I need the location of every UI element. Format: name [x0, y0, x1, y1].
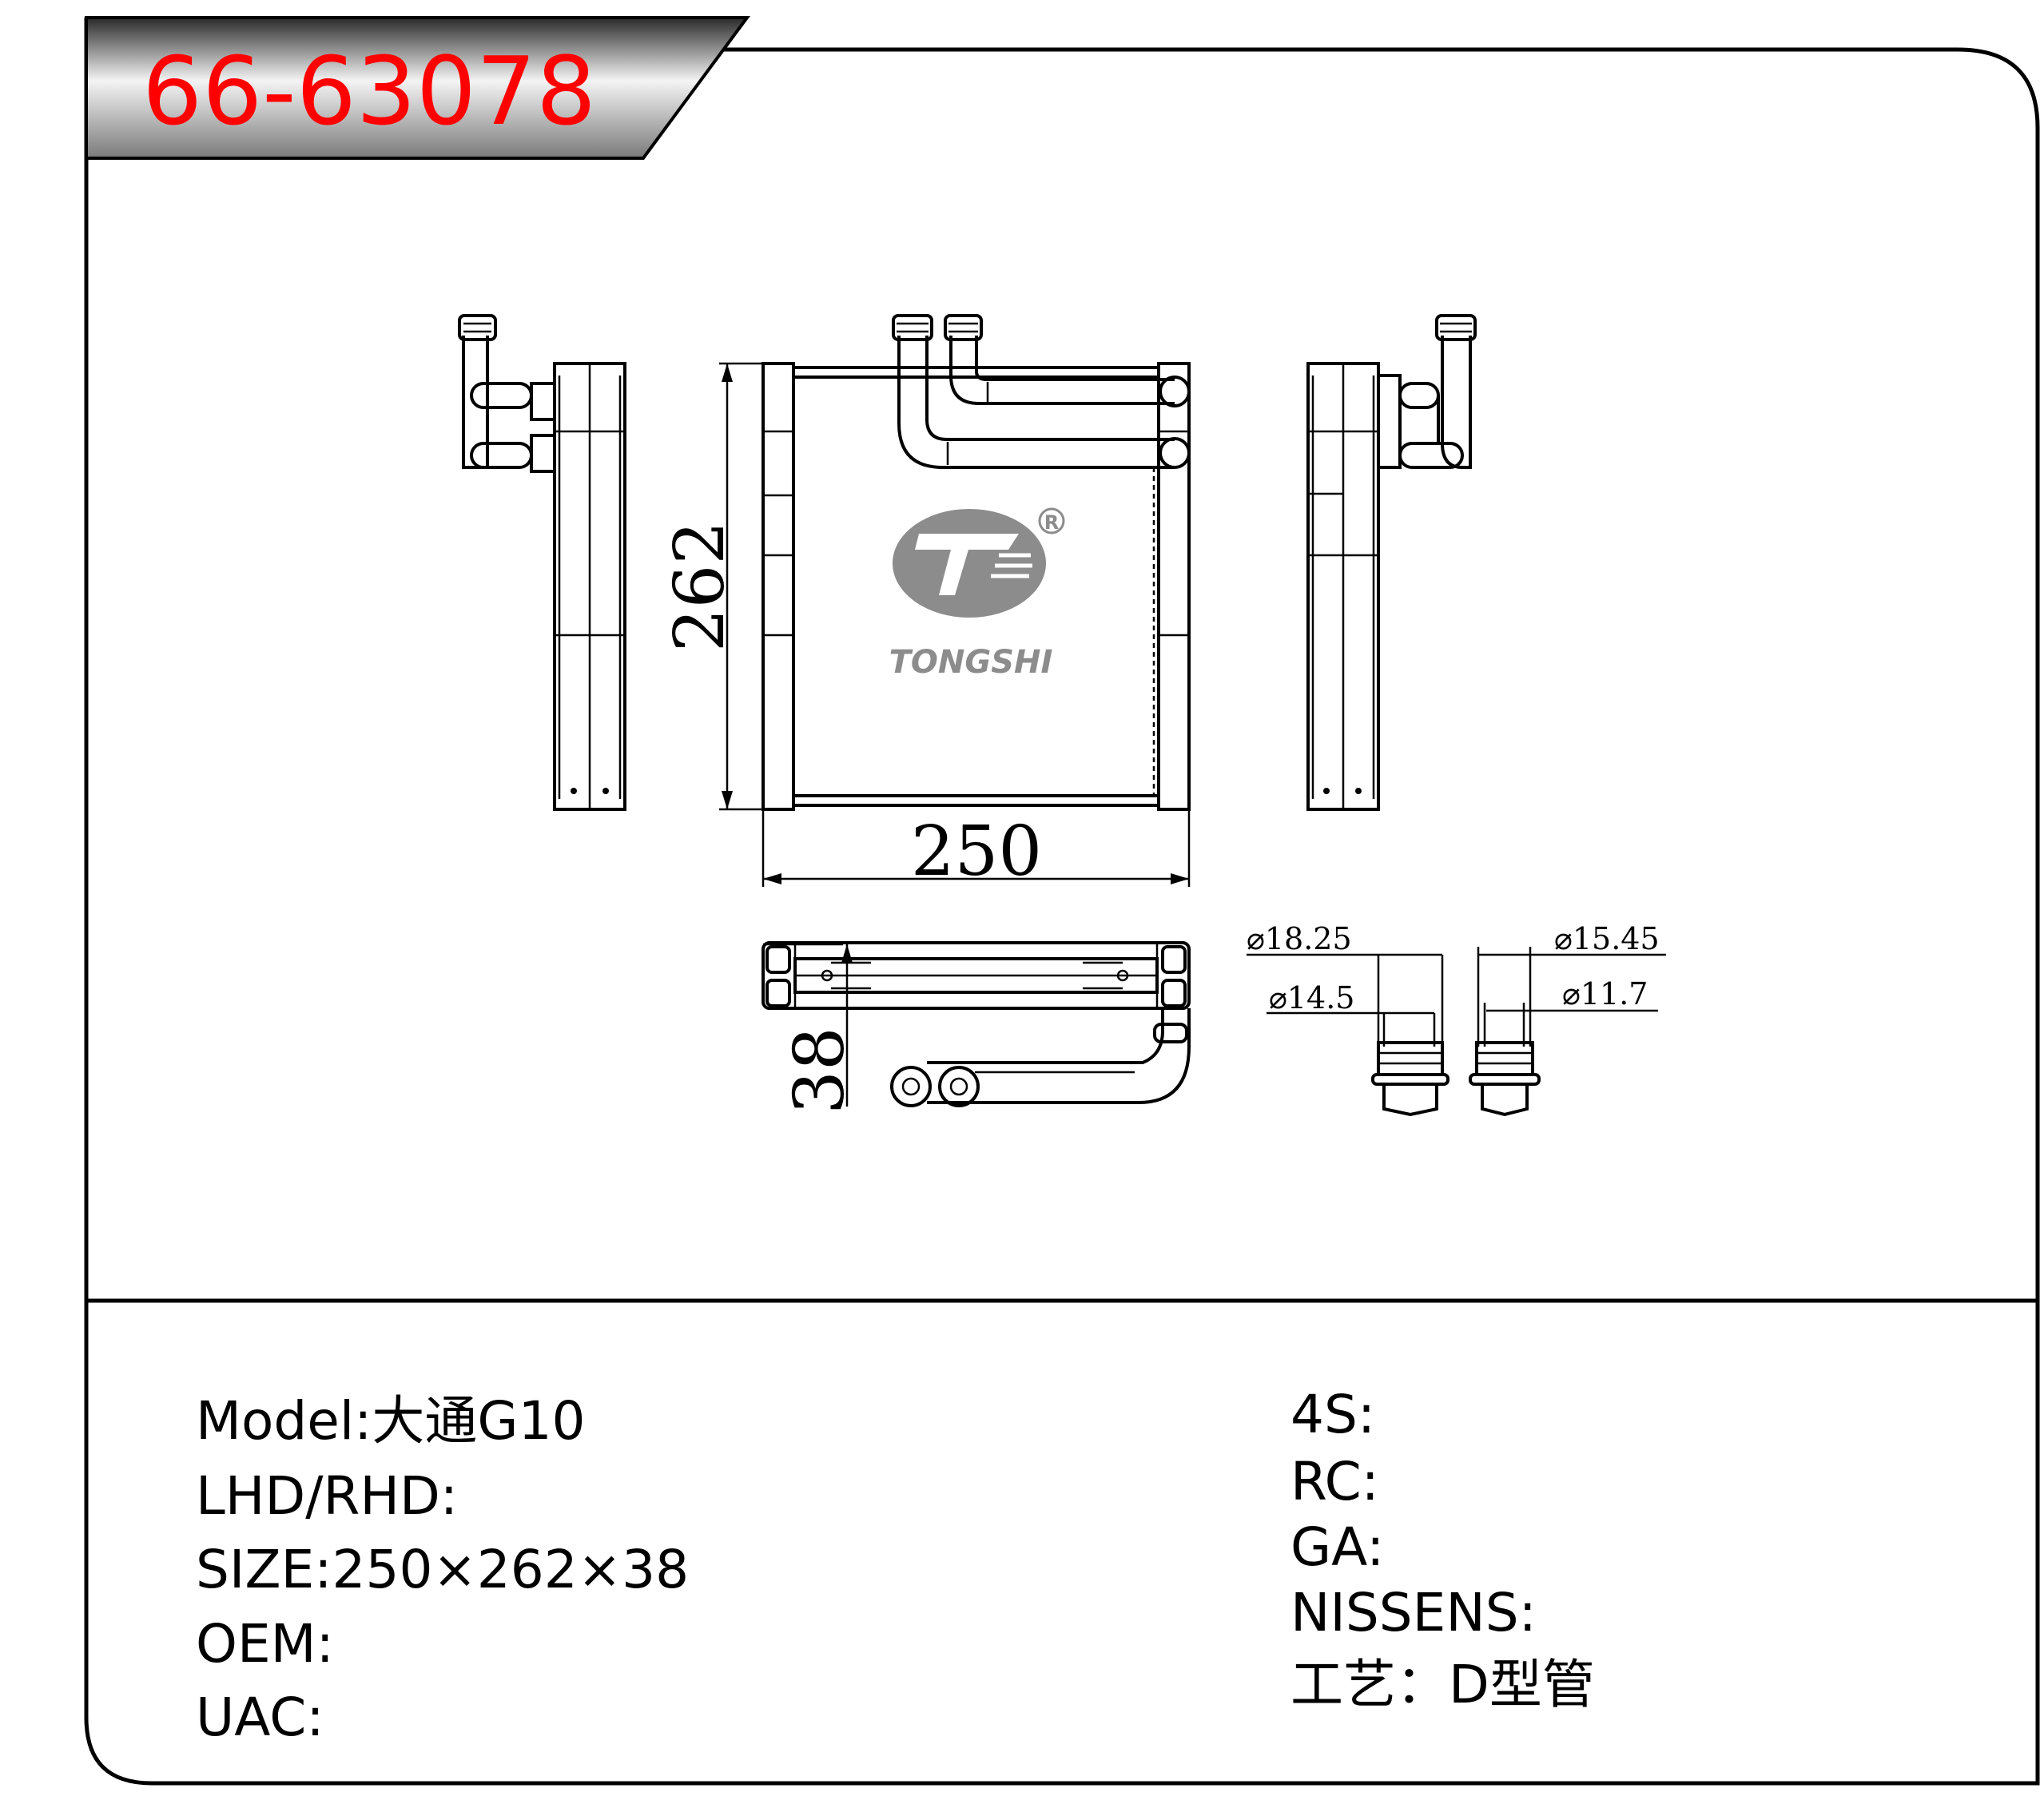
outer-frame	[84, 18, 2040, 1786]
depth-dimension: 38	[763, 943, 860, 1115]
height-dimension: 262	[660, 362, 763, 811]
front-view	[762, 314, 1191, 811]
fitting-left-outer-diameter: ⌀18.25	[1247, 921, 1352, 956]
width-dimension: 250	[762, 809, 1191, 892]
title-tab	[85, 16, 750, 160]
brand-logo: R TONGSHI	[889, 507, 1065, 681]
spec-model: Model:大通G10	[196, 1390, 586, 1452]
spec-nissens: NISSENS:	[1290, 1582, 1537, 1643]
top-view	[762, 941, 1191, 1107]
spec-rc: RC:	[1290, 1451, 1379, 1512]
left-side-view	[458, 314, 626, 811]
logo-text: TONGSHI	[889, 644, 1053, 681]
registered-mark: R	[1044, 511, 1059, 534]
fitting-right-outer-diameter: ⌀15.45	[1554, 921, 1660, 956]
fitting-detail-right: ⌀15.45 ⌀11.7	[1469, 921, 1666, 1117]
fitting-right-inner-diameter: ⌀11.7	[1562, 976, 1648, 1011]
spec-ga: GA:	[1290, 1516, 1385, 1578]
height-value: 262	[660, 521, 740, 652]
depth-value: 38	[780, 1027, 860, 1114]
fitting-detail-left: ⌀18.25 ⌀14.5	[1247, 921, 1449, 1117]
spec-oem: OEM:	[196, 1613, 334, 1675]
spec-size: SIZE:250×262×38	[196, 1539, 690, 1600]
spec-uac: UAC:	[196, 1687, 324, 1748]
spec-4s: 4S:	[1290, 1384, 1376, 1445]
spec-lhd-rhd: LHD/RHD:	[196, 1465, 459, 1527]
spec-process: 工艺：D型管	[1290, 1654, 1595, 1715]
part-number: 66-63078	[142, 36, 596, 146]
width-value: 250	[911, 812, 1042, 892]
logo-mark	[893, 509, 1046, 618]
fitting-left-inner-diameter: ⌀14.5	[1269, 980, 1355, 1015]
right-side-view	[1306, 314, 1477, 811]
